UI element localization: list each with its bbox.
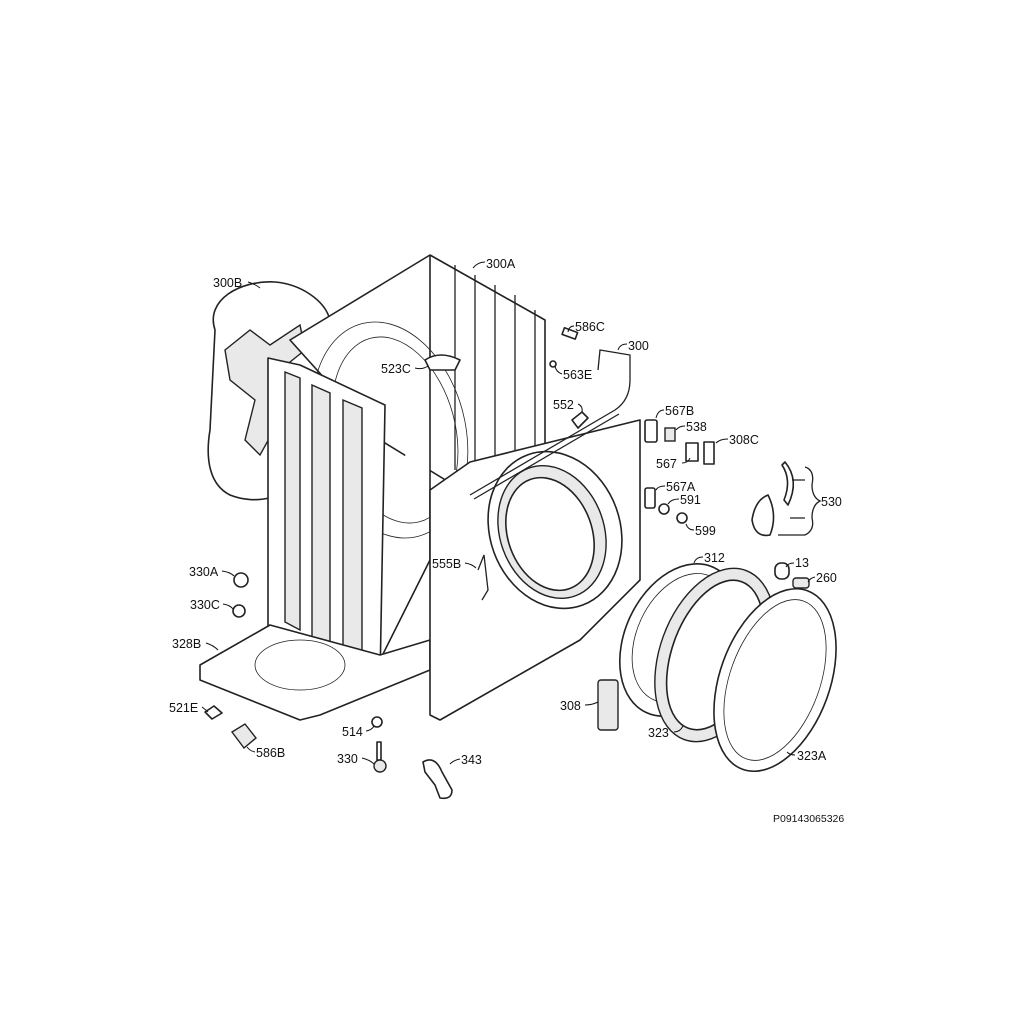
- label-323: 323: [648, 726, 669, 740]
- small-parts: [204, 326, 822, 800]
- label-330: 330: [337, 752, 358, 766]
- part-labels: 300B 300A 586C 300 523C 563E 552 567B 53…: [169, 257, 844, 825]
- label-563e: 563E: [563, 368, 592, 382]
- part-323a-door-frame: [713, 587, 837, 773]
- label-330a: 330A: [189, 565, 219, 579]
- label-300: 300: [628, 339, 649, 353]
- label-586b: 586B: [256, 746, 285, 760]
- drawing-code: P09143065326: [773, 813, 844, 825]
- label-330c: 330C: [190, 598, 220, 612]
- label-343: 343: [461, 753, 482, 767]
- label-530: 530: [821, 495, 842, 509]
- label-567a: 567A: [666, 480, 696, 494]
- label-13: 13: [795, 556, 809, 570]
- label-300a: 300A: [486, 257, 516, 271]
- label-567b: 567B: [665, 404, 694, 418]
- label-599: 599: [695, 524, 716, 538]
- label-300b: 300B: [213, 276, 242, 290]
- label-521e: 521E: [169, 701, 198, 715]
- label-538: 538: [686, 420, 707, 434]
- label-586c: 586C: [575, 320, 605, 334]
- label-308c: 308C: [729, 433, 759, 447]
- label-555b: 555B: [432, 557, 461, 571]
- part-555b-front-panel: [429, 419, 641, 721]
- label-328b: 328B: [172, 637, 201, 651]
- label-552: 552: [553, 398, 574, 412]
- label-523c: 523C: [381, 362, 411, 376]
- label-260: 260: [816, 571, 837, 585]
- label-591: 591: [680, 493, 701, 507]
- part-328b-base: [199, 624, 431, 721]
- label-308: 308: [560, 699, 581, 713]
- label-312: 312: [704, 551, 725, 565]
- label-567: 567: [656, 457, 677, 471]
- label-323a: 323A: [797, 749, 827, 763]
- label-514: 514: [342, 725, 363, 739]
- part-300-frame: [469, 349, 631, 500]
- leader-lines: [201, 261, 816, 765]
